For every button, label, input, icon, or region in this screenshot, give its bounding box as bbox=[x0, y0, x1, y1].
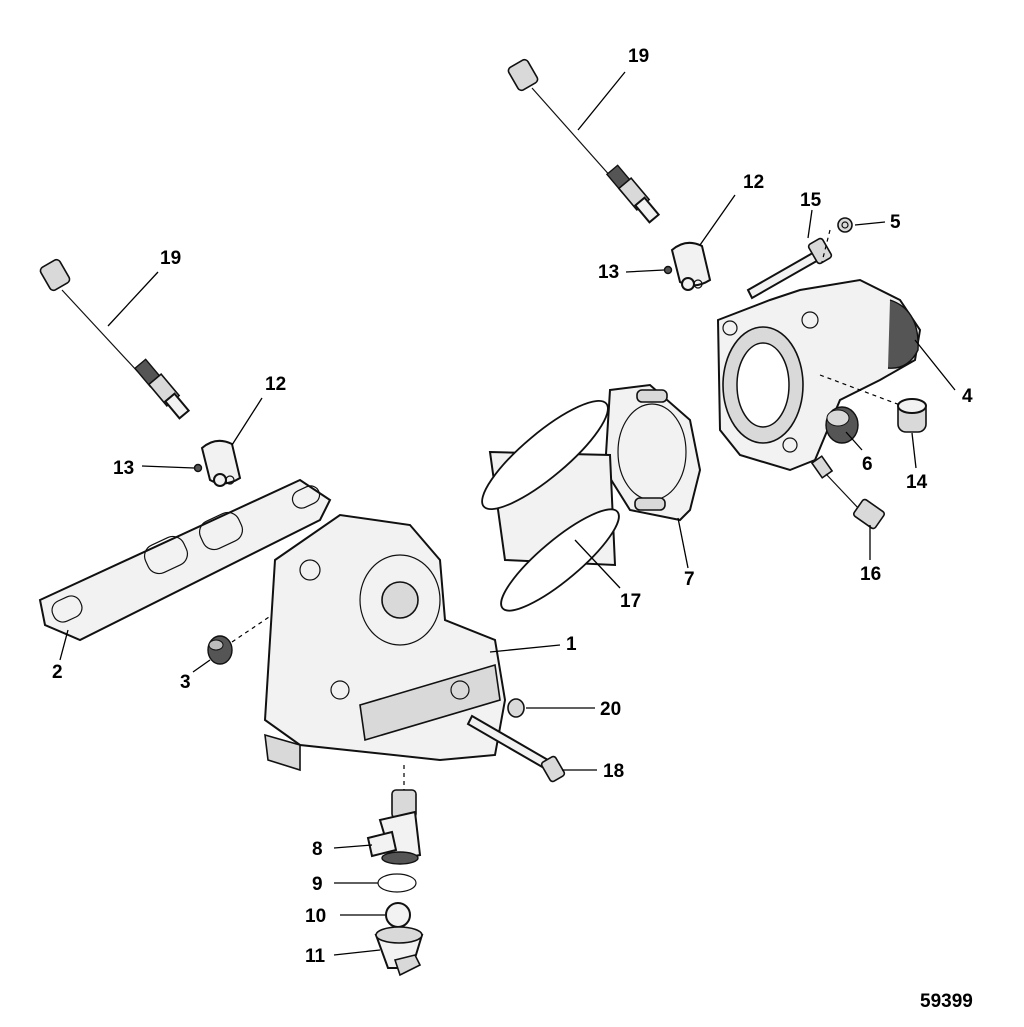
callout-13-left: 13 bbox=[113, 458, 134, 479]
leader-lines bbox=[59, 71, 956, 956]
callout-13-upper: 13 bbox=[598, 262, 619, 283]
temperature-sender bbox=[810, 455, 886, 530]
figure-number: 59399 bbox=[920, 991, 973, 1012]
plug-14 bbox=[897, 398, 927, 433]
oxygen-sensor-upper bbox=[507, 58, 661, 224]
callout-6: 6 bbox=[862, 454, 873, 475]
liner-17 bbox=[481, 399, 620, 612]
washer-20 bbox=[507, 698, 525, 718]
tee-fitting-8 bbox=[366, 789, 422, 865]
callout-3: 3 bbox=[180, 672, 191, 693]
callout-14: 14 bbox=[906, 472, 928, 493]
callout-4: 4 bbox=[962, 386, 973, 407]
callout-15: 15 bbox=[800, 190, 822, 211]
gasket-7 bbox=[603, 383, 702, 522]
callout-12-upper: 12 bbox=[743, 172, 764, 193]
cap-6 bbox=[825, 406, 859, 444]
housing-11 bbox=[374, 926, 424, 977]
sensor-clamp-upper bbox=[663, 241, 712, 291]
callout-5: 5 bbox=[890, 212, 901, 233]
callout-7: 7 bbox=[684, 569, 695, 590]
assembly-line bbox=[231, 614, 273, 643]
assembly-line bbox=[821, 229, 831, 263]
callout-8: 8 bbox=[312, 839, 323, 860]
callout-10: 10 bbox=[305, 906, 326, 927]
callout-18: 18 bbox=[603, 761, 624, 782]
plug-3 bbox=[207, 635, 233, 665]
callout-11: 11 bbox=[305, 946, 326, 967]
callout-17: 17 bbox=[620, 591, 641, 612]
callout-9: 9 bbox=[312, 874, 323, 895]
assembly-line bbox=[819, 374, 901, 406]
callout-12-left: 12 bbox=[265, 374, 286, 395]
manifold-gasket-2 bbox=[38, 478, 332, 642]
oxygen-sensor-left bbox=[39, 258, 191, 420]
check-ball-10 bbox=[385, 902, 411, 928]
exhaust-elbow bbox=[716, 278, 922, 472]
callout-1: 1 bbox=[566, 634, 577, 655]
callout-19-upper: 19 bbox=[628, 46, 649, 67]
bolt-15 bbox=[746, 237, 833, 300]
o-ring-9 bbox=[377, 873, 417, 893]
sensor-clamp-left bbox=[193, 439, 242, 487]
bolt-18 bbox=[466, 714, 566, 783]
callout-19-left: 19 bbox=[160, 248, 181, 269]
callout-16: 16 bbox=[860, 564, 881, 585]
nut-5 bbox=[837, 217, 853, 233]
exhaust-manifold bbox=[263, 513, 507, 772]
callout-20: 20 bbox=[600, 699, 621, 720]
callout-2: 2 bbox=[52, 662, 63, 683]
